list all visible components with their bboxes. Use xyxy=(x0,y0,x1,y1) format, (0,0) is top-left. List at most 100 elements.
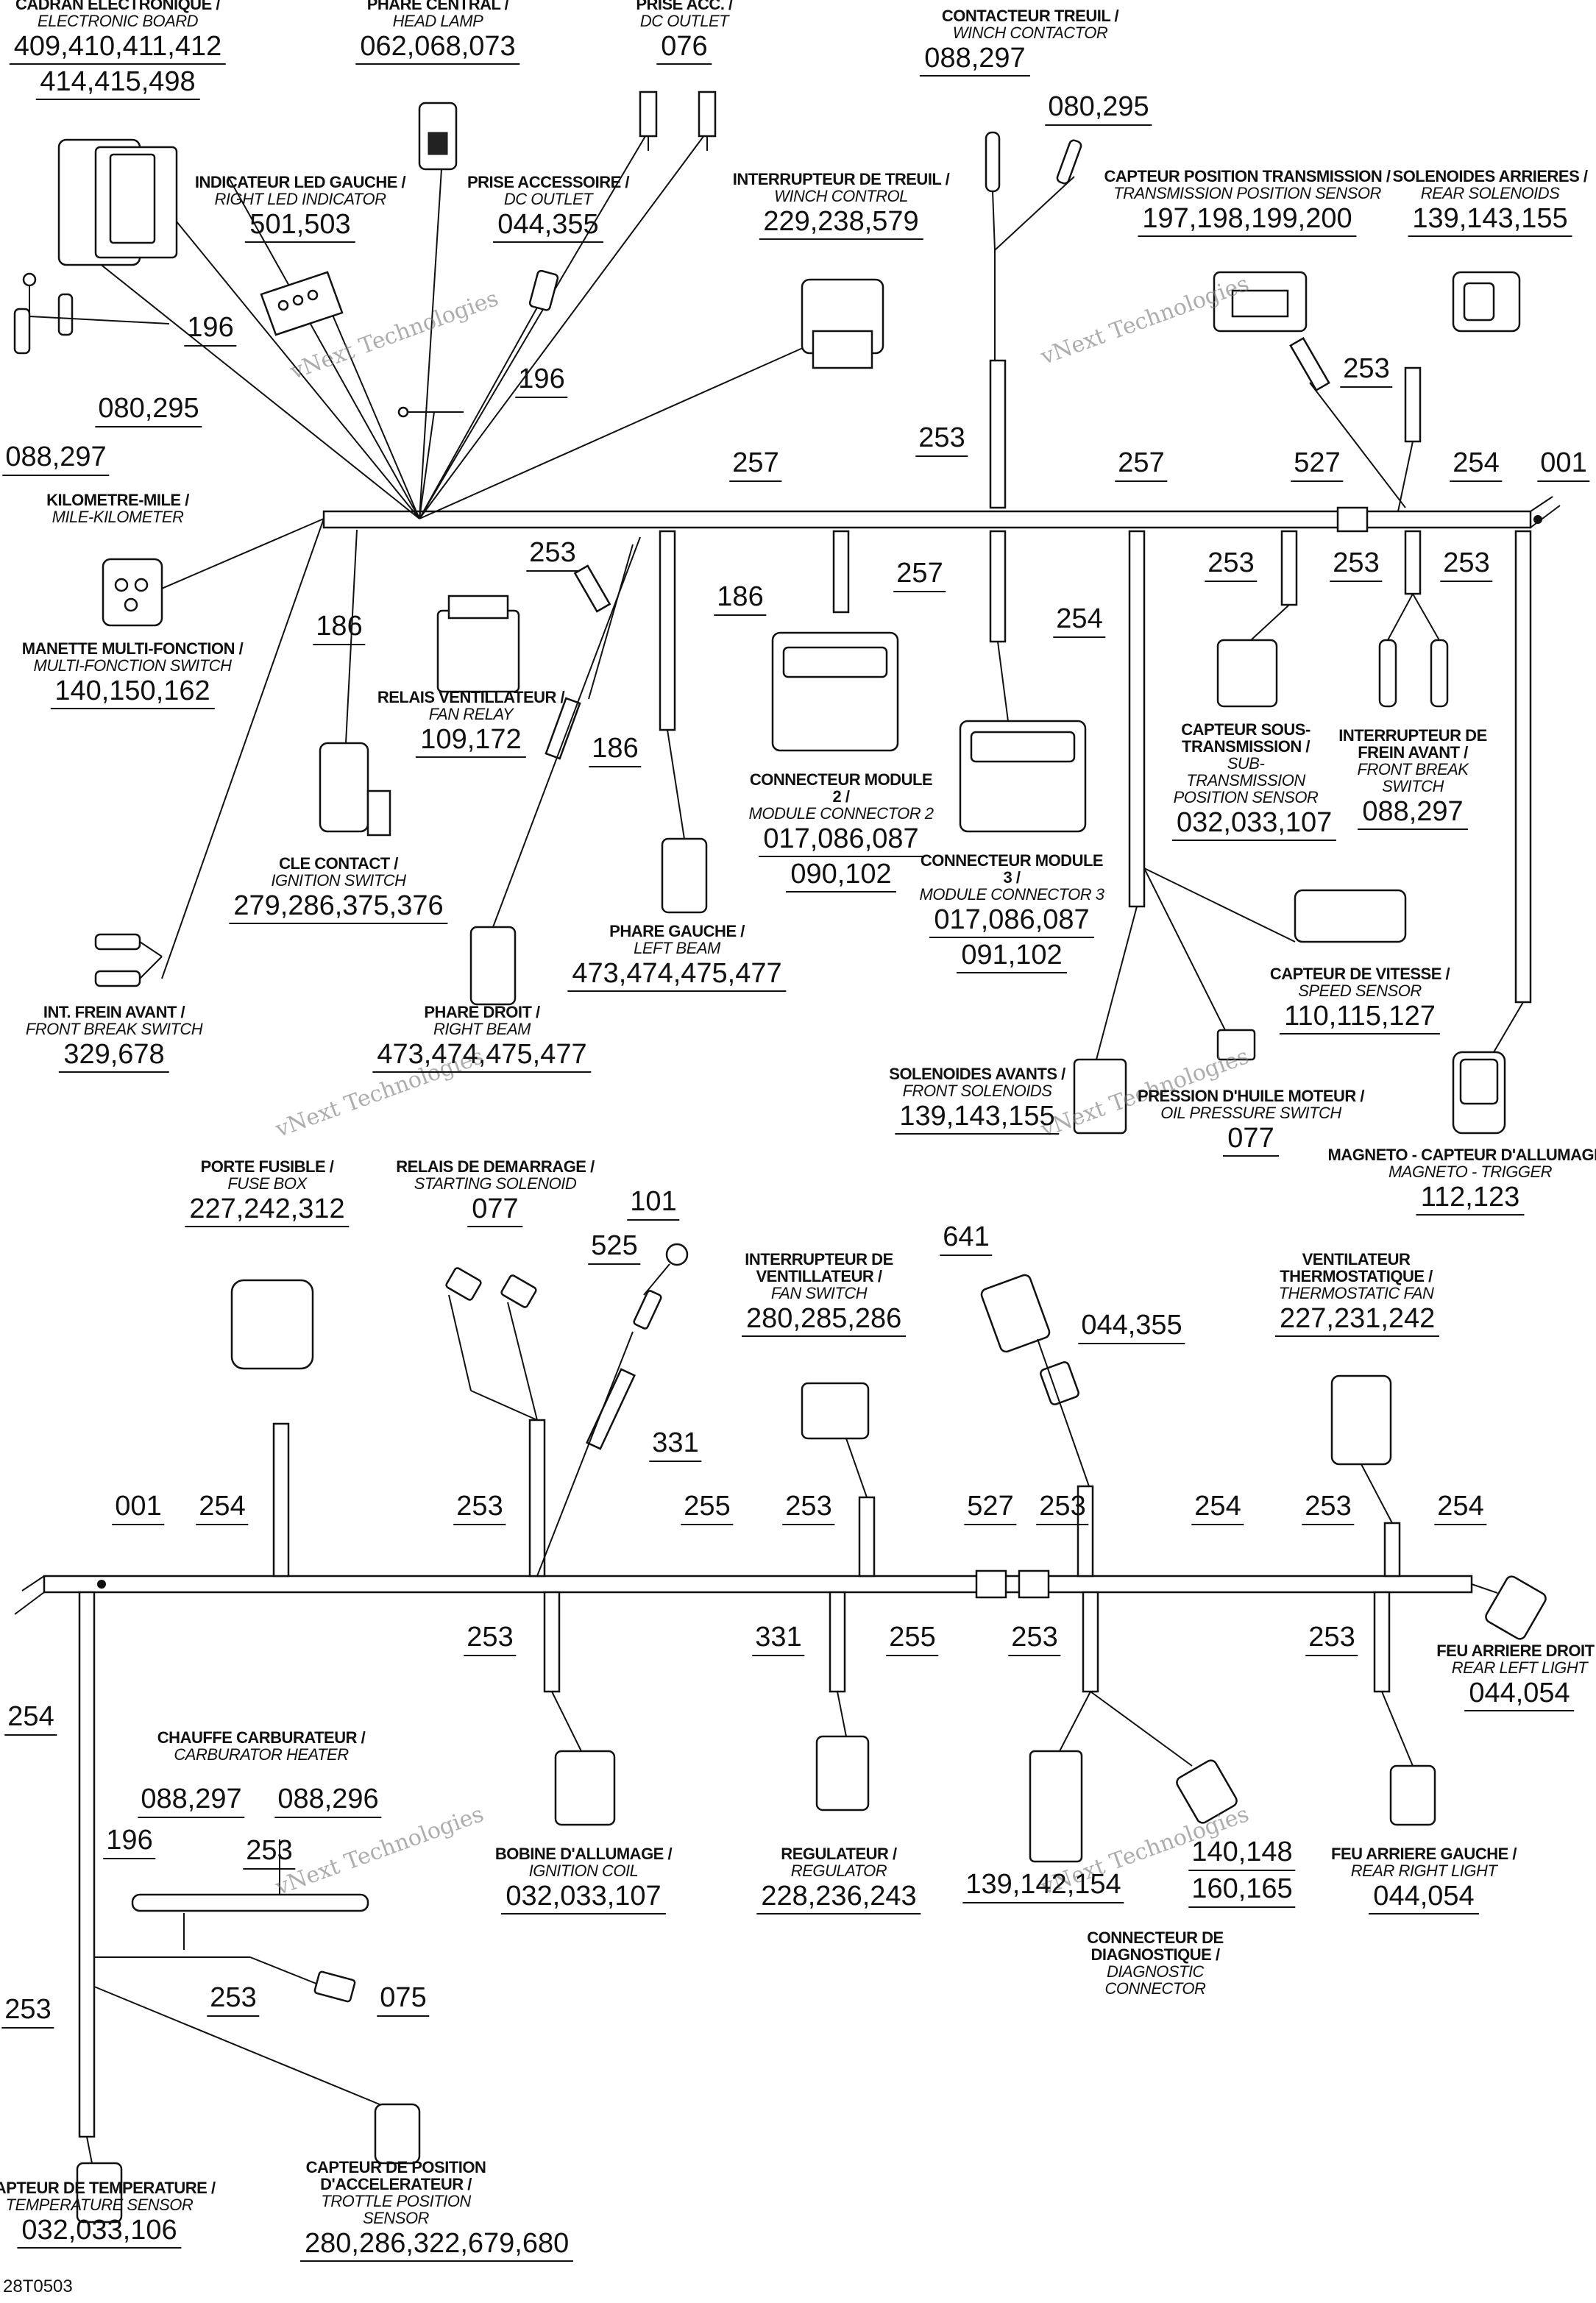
top-main-harness xyxy=(322,496,1561,533)
bottom-branch-drops xyxy=(543,1591,1436,1863)
code-253: 253 xyxy=(782,1491,835,1525)
code-253: 253 xyxy=(1330,547,1383,582)
code-254: 254 xyxy=(196,1491,249,1525)
code-001: 001 xyxy=(112,1491,165,1525)
accessory-outlet-connector xyxy=(528,269,559,311)
label-speed-sensor: CAPTEUR DE VITESSE / SPEED SENSOR 110,11… xyxy=(1270,965,1450,1035)
code-075: 075 xyxy=(377,1982,430,2017)
code-080-295: 080,295 xyxy=(95,393,202,427)
code-527: 527 xyxy=(1291,447,1344,482)
code-186: 186 xyxy=(714,581,767,616)
mile-km-connector xyxy=(102,558,163,627)
label-oil-pressure: PRESSION D'HUILE MOTEUR / OIL PRESSURE S… xyxy=(1138,1087,1365,1157)
code-001: 001 xyxy=(1537,447,1590,482)
label-right-led: INDICATEUR LED GAUCHE / RIGHT LED INDICA… xyxy=(195,174,406,244)
code-196: 196 xyxy=(103,1825,156,1859)
top-harness-splay xyxy=(73,132,825,979)
magneto-connector xyxy=(1452,530,1532,1135)
mid-right-branch xyxy=(1073,530,1407,1135)
code-253: 253 xyxy=(464,1622,517,1656)
sub-transmission-connector xyxy=(1216,530,1298,708)
front-brake-switch-right xyxy=(1378,530,1449,708)
rear-left-light-connector xyxy=(1471,1575,1547,1640)
ref-diagnostic: 139,142,154 xyxy=(962,1869,1124,1903)
bottom-left-branch xyxy=(76,1591,421,2224)
label-temp-sensor: CAPTEUR DE TEMPERATURE / TEMPERATURE SEN… xyxy=(0,2179,216,2249)
label-accessory-outlet: PRISE ACCESSOIRE / DC OUTLET 044,355 xyxy=(467,174,630,244)
code-331: 331 xyxy=(649,1427,702,1462)
code-254: 254 xyxy=(1053,603,1106,638)
fan-switch-connector xyxy=(801,1382,876,1578)
code-253: 253 xyxy=(526,537,579,572)
winch-control-connector xyxy=(801,278,884,369)
label-right-beam: PHARE DROIT / RIGHT BEAM 473,474,475,477 xyxy=(372,1004,592,1074)
code-088-297: 088,297 xyxy=(2,441,110,476)
code-257: 257 xyxy=(729,447,782,482)
code-257: 257 xyxy=(893,558,946,592)
code-255: 255 xyxy=(681,1491,734,1525)
label-multi-switch: MANETTE MULTI-FONCTION / MULTI-FONCTION … xyxy=(22,640,244,710)
code-253: 253 xyxy=(207,1982,260,2017)
code-255: 255 xyxy=(886,1622,939,1656)
label-head-lamp: PHARE CENTRAL / HEAD LAMP 062,068,073 xyxy=(355,0,520,65)
label-ignition-switch: CLE CONTACT / IGNITION SWITCH 279,286,37… xyxy=(229,855,448,925)
code-253: 253 xyxy=(1340,353,1393,388)
label-thermostatic-fan: VENTILATEUR THERMOSTATIQUE / THERMOSTATI… xyxy=(1275,1251,1440,1338)
code-101: 101 xyxy=(627,1186,680,1221)
label-diagnostic: CONNECTEUR DE DIAGNOSTIQUE / DIAGNOSTIC … xyxy=(1087,1928,1224,1998)
label-transmission-sensor: CAPTEUR POSITION TRANSMISSION / TRANSMIS… xyxy=(1104,168,1391,238)
label-rear-left-light: FEU ARRIERE DROIT / REAR LEFT LIGHT 044,… xyxy=(1436,1642,1596,1712)
code-140-148: 140,148 xyxy=(1188,1837,1296,1871)
module-connector-3 xyxy=(959,530,1087,833)
label-electronic-board: CADRAN ELECTRONIQUE / ELECTRONIC BOARD 4… xyxy=(9,0,227,100)
code-196: 196 xyxy=(184,312,237,347)
code-253: 253 xyxy=(1305,1622,1358,1656)
code-253: 253 xyxy=(1008,1622,1061,1656)
code-186: 186 xyxy=(313,611,366,645)
small-connectors-641 xyxy=(980,1274,1094,1578)
label-left-beam: PHARE GAUCHE / LEFT BEAM 473,474,475,477 xyxy=(567,923,787,993)
fuse-box-part xyxy=(230,1279,314,1578)
front-brake-switch-left xyxy=(94,933,163,987)
label-front-brake-switch-right: INTERRUPTEUR DE FREIN AVANT / FRONT BREA… xyxy=(1332,727,1494,831)
label-magneto: MAGNETO - CAPTEUR D'ALLUMAGE / MAGNETO -… xyxy=(1327,1146,1596,1216)
label-throttle-sensor: CAPTEUR DE POSITION D'ACCELERATEUR / TRO… xyxy=(300,2159,574,2263)
label-fan-relay: RELAIS VENTILLATEUR / FAN RELAY 109,172 xyxy=(377,689,565,759)
screw-part xyxy=(397,406,464,418)
ignition-switch-connector xyxy=(319,529,391,837)
starting-solenoid-spades xyxy=(445,1267,546,1578)
code-253: 253 xyxy=(1302,1491,1355,1525)
code-044-355: 044,355 xyxy=(1078,1310,1185,1344)
code-196: 196 xyxy=(515,363,568,398)
module-connector-2 xyxy=(771,530,899,752)
code-253: 253 xyxy=(1440,547,1493,582)
label-front-brake-switch-left: INT. FREIN AVANT / FRONT BREAK SWITCH 32… xyxy=(26,1004,203,1074)
label-module-2: CONNECTEUR MODULE 2 / MODULE CONNECTOR 2… xyxy=(745,771,937,893)
head-lamp-connector xyxy=(418,102,458,171)
code-253: 253 xyxy=(1,1994,54,2029)
label-starting-solenoid: RELAIS DE DEMARRAGE / STARTING SOLENOID … xyxy=(396,1158,595,1228)
code-253: 253 xyxy=(243,1835,296,1870)
code-254: 254 xyxy=(1450,447,1503,482)
transmission-sensor-connector xyxy=(1213,271,1406,508)
rear-solenoids-connector xyxy=(1397,271,1521,512)
label-winch-contactor: CONTACTEUR TREUIL / WINCH CONTACTOR 088,… xyxy=(920,7,1119,77)
right-beam-connector xyxy=(469,536,641,1006)
code-253: 253 xyxy=(915,422,968,457)
code-253: 253 xyxy=(453,1491,506,1525)
document-code: 28T0503 xyxy=(3,2277,73,2296)
code-186: 186 xyxy=(589,733,642,767)
label-sub-transmission: CAPTEUR SOUS-TRANSMISSION / SUB-TRANSMIS… xyxy=(1172,721,1337,842)
code-088-296: 088,296 xyxy=(274,1784,382,1818)
label-rear-solenoids: SOLENOIDES ARRIERES / REAR SOLENOIDS 139… xyxy=(1393,168,1588,238)
code-257: 257 xyxy=(1115,447,1168,482)
label-fan-switch: INTERRUPTEUR DE VENTILLATEUR / FAN SWITC… xyxy=(742,1251,907,1338)
code-254: 254 xyxy=(4,1701,57,1736)
ground-ring-terminal xyxy=(536,1243,689,1577)
code-641: 641 xyxy=(940,1221,993,1256)
code-331: 331 xyxy=(752,1622,805,1656)
code-088-297: 088,297 xyxy=(138,1784,245,1818)
code-527: 527 xyxy=(964,1491,1017,1525)
label-module-3: CONNECTEUR MODULE 3 / MODULE CONNECTOR 3… xyxy=(916,852,1107,974)
